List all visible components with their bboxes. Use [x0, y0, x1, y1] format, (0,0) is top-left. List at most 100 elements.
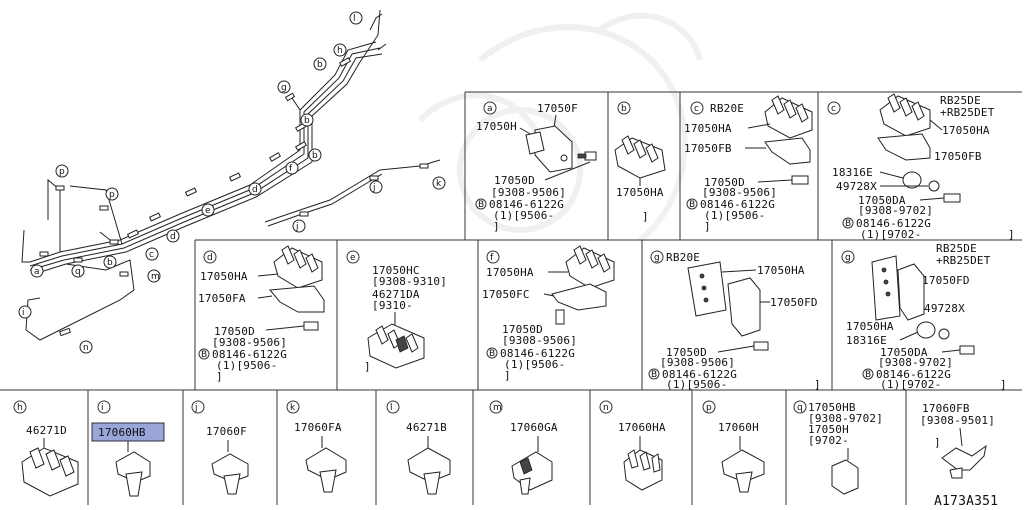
- washer-icon: [928, 180, 940, 192]
- clamp-icon: [831, 459, 859, 495]
- callout-label-j: j: [295, 222, 299, 232]
- svg-text:[9308-9702]: [9308-9702]: [858, 204, 933, 217]
- callout-label-g: g: [281, 83, 287, 93]
- callout-label-d: d: [170, 232, 176, 242]
- engine-label-rb25de: RB25DE: [940, 94, 981, 107]
- clip-icon: [115, 451, 151, 497]
- bracket-icon: [877, 133, 931, 161]
- part-46271D: 46271D: [26, 424, 67, 437]
- engine-label-rb20e: RB20E: [666, 251, 700, 264]
- callout-i: [18, 305, 32, 319]
- callout-label-p: p: [109, 190, 115, 200]
- part-17050HA: 17050HA: [486, 266, 534, 279]
- svg-text:k: k: [290, 403, 296, 413]
- callout-label-q: q: [75, 267, 81, 277]
- clip-icon: [879, 93, 931, 137]
- engine-label-rb25det: +RB25DET: [936, 254, 991, 267]
- part-18316E: 18316E: [832, 166, 873, 179]
- callout-e: [201, 203, 215, 217]
- callout-n: [79, 340, 93, 354]
- part-17050HA: 17050HA: [846, 320, 894, 333]
- svg-text:17050D: 17050D: [214, 325, 255, 338]
- svg-text:c: c: [694, 104, 699, 114]
- callout-label-b: b: [107, 258, 113, 268]
- svg-text:[9308-9310]: [9308-9310]: [372, 275, 447, 288]
- clip-icon: [511, 451, 553, 495]
- part-17050FB: 17050FB: [684, 142, 732, 155]
- panel-h: h 46271D: [13, 400, 79, 497]
- svg-text:]: ]: [1000, 378, 1007, 391]
- clip-icon: [614, 135, 666, 179]
- svg-text:B: B: [201, 350, 207, 360]
- clamp-bracket-icon: [525, 125, 597, 173]
- panel-e: e 17050HC [9308-9310] 46271DA [9310- ]: [346, 250, 447, 373]
- bracket-icon: [764, 137, 811, 165]
- panel-j: j 17060F: [191, 400, 249, 495]
- callout-label-a: a: [34, 267, 40, 277]
- callout-label-p: p: [59, 167, 65, 177]
- part-17050FC: 17050FC: [482, 288, 530, 301]
- part-17060HB[interactable]: 17060HB: [98, 426, 146, 439]
- callout-a: [30, 264, 44, 278]
- panel-i: i 17060HB: [91, 400, 165, 497]
- svg-text:h: h: [17, 403, 23, 413]
- svg-text:17050DA: 17050DA: [880, 346, 928, 359]
- svg-text:17050D: 17050D: [704, 176, 745, 189]
- clip-icon: [273, 245, 323, 289]
- svg-text:08146-6122G: 08146-6122G: [856, 217, 931, 230]
- clip-icon: [941, 444, 987, 479]
- svg-text:m: m: [493, 403, 502, 413]
- callout-label-d: d: [252, 185, 258, 195]
- svg-text:g: g: [845, 253, 851, 263]
- panel-a-title: a: [487, 104, 493, 114]
- callout-label-n: n: [83, 343, 89, 353]
- svg-text:[9308-9501]: [9308-9501]: [920, 414, 995, 427]
- callout-h: [333, 43, 347, 57]
- panel-q: q 17050HB [9308-9702] 17050H [9702-: [793, 400, 883, 495]
- part-17060F: 17060F: [206, 425, 247, 438]
- diagram-id: A173A351: [934, 494, 998, 509]
- svg-text:]: ]: [216, 370, 223, 383]
- callout-label-j: j: [372, 183, 376, 193]
- svg-text:(1)[9506-: (1)[9506-: [666, 378, 727, 391]
- svg-text:[9308-9506]: [9308-9506]: [660, 356, 735, 369]
- part-49728X: 49728X: [924, 302, 965, 315]
- svg-text:]: ]: [504, 369, 511, 382]
- callout-b: [308, 148, 322, 162]
- panel-g-rb25de: g RB25DE +RB25DET 17050FD 49728X 17050HA…: [841, 242, 1007, 391]
- bracket-icon: [727, 277, 761, 337]
- part-17050HA: 17050HA: [757, 264, 805, 277]
- bracket-icon: [897, 263, 925, 321]
- svg-text:08146-6122G: 08146-6122G: [662, 368, 737, 381]
- svg-text:]: ]: [364, 360, 371, 373]
- bolt-icon: [959, 345, 975, 355]
- bolt-icon: [943, 193, 961, 203]
- svg-text:c: c: [831, 104, 836, 114]
- svg-text:08146-6122G: 08146-6122G: [489, 198, 564, 211]
- callout-p: [105, 187, 119, 201]
- panel-n: n 17060HA: [599, 400, 666, 491]
- svg-text:08146-6122G: 08146-6122G: [500, 347, 575, 360]
- clip-icon: [871, 255, 901, 321]
- part-46271DA: 46271DA: [372, 288, 420, 301]
- callout-label-b: b: [317, 60, 323, 70]
- panel-d: d 17050HA 17050FA 17050D [9308-9506] B 0…: [198, 245, 325, 383]
- part-17050H: 17050H: [476, 120, 517, 133]
- svg-text:B: B: [478, 200, 484, 210]
- callout-d: [248, 182, 262, 196]
- part-17060GA: 17060GA: [510, 421, 558, 434]
- svg-text:l: l: [390, 403, 393, 413]
- svg-text:p: p: [706, 403, 712, 413]
- svg-text:(1)[9702-: (1)[9702-: [880, 378, 941, 391]
- svg-text:B: B: [845, 219, 851, 229]
- callout-label-k: k: [436, 179, 442, 189]
- svg-text:]: ]: [493, 220, 500, 233]
- panel-f: f 17050HA 17050FC 17050D [9308-9506] B 0…: [482, 245, 615, 382]
- engine-label-rb20e: RB20E: [710, 102, 744, 115]
- part-49728X: 49728X: [836, 180, 877, 193]
- part-46271B: 46271B: [406, 421, 447, 434]
- svg-text:(1)[9506-: (1)[9506-: [704, 209, 765, 222]
- part-17050FB: 17050FB: [934, 150, 982, 163]
